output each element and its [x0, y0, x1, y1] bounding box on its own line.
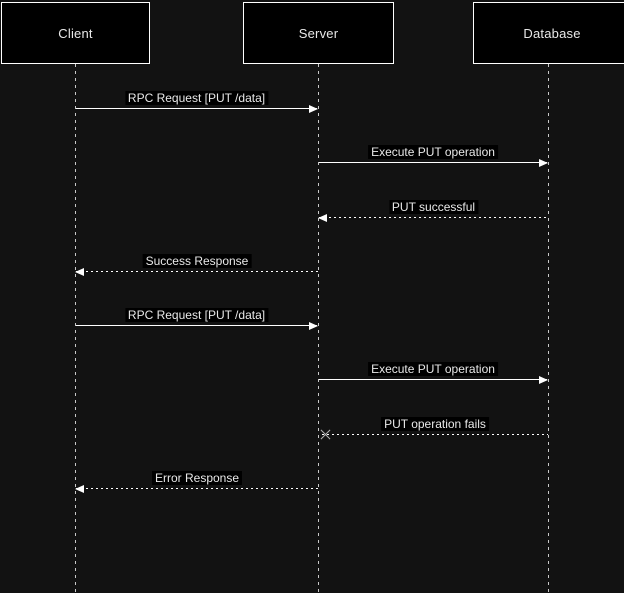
actor-box-database: Database: [473, 2, 624, 64]
arrowhead-left-icon: [75, 267, 84, 276]
message-line: [76, 108, 317, 109]
actor-label-database: Database: [523, 25, 581, 41]
message-label: Error Response: [151, 471, 243, 485]
actor-label-server: Server: [298, 25, 339, 41]
message-line: [322, 434, 548, 435]
lifeline-database: [548, 64, 549, 593]
actor-label-client: Client: [58, 25, 93, 41]
message-line: [319, 379, 547, 380]
message-line: [76, 271, 318, 272]
message-line: [319, 217, 548, 218]
message-line: [319, 162, 547, 163]
message-label: Execute PUT operation: [368, 145, 498, 159]
arrowhead-right-icon: [539, 375, 548, 384]
message-label: PUT successful: [388, 200, 479, 214]
arrowhead-left-icon: [318, 213, 327, 222]
arrowhead-right-icon: [309, 104, 318, 113]
message-label: PUT operation fails: [381, 417, 489, 431]
actor-box-server: Server: [243, 2, 394, 64]
arrowhead-right-icon: [539, 158, 548, 167]
actor-box-client: Client: [1, 2, 150, 64]
message-line: [76, 488, 318, 489]
message-label: RPC Request [PUT /data]: [124, 308, 269, 322]
lifeline-client: [75, 64, 76, 593]
message-line: [76, 325, 317, 326]
arrowhead-right-icon: [309, 321, 318, 330]
cross-icon: [319, 428, 332, 441]
message-label: Success Response: [142, 254, 252, 268]
message-label: RPC Request [PUT /data]: [124, 91, 269, 105]
arrowhead-left-icon: [75, 484, 84, 493]
lifeline-server: [318, 64, 319, 593]
message-label: Execute PUT operation: [368, 362, 498, 376]
